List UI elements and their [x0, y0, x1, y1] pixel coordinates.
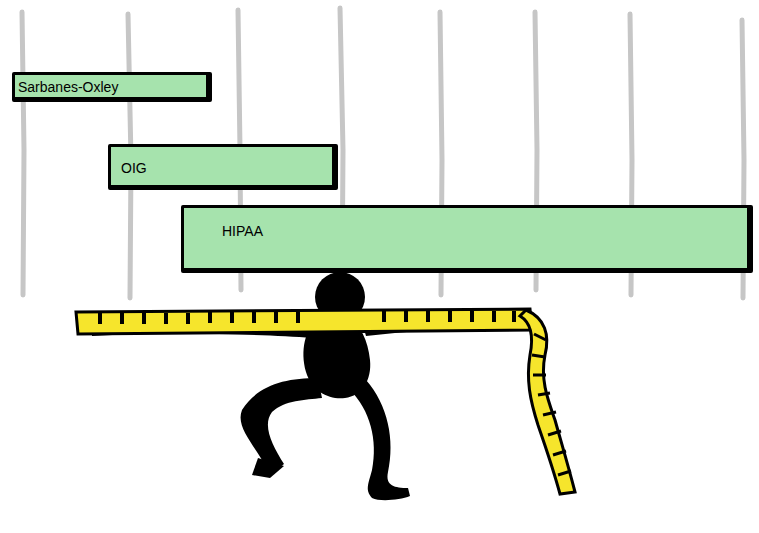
- person-figure: [92, 272, 522, 500]
- timeline-bar: HIPAA: [181, 205, 753, 273]
- bar-label: OIG: [121, 160, 147, 176]
- timeline-bar: OIG: [108, 144, 338, 190]
- bar-label: Sarbanes-Oxley: [18, 79, 118, 95]
- tape-measure: [76, 309, 575, 494]
- timeline-bar: Sarbanes-Oxley: [12, 72, 212, 102]
- bar-label: HIPAA: [222, 223, 263, 239]
